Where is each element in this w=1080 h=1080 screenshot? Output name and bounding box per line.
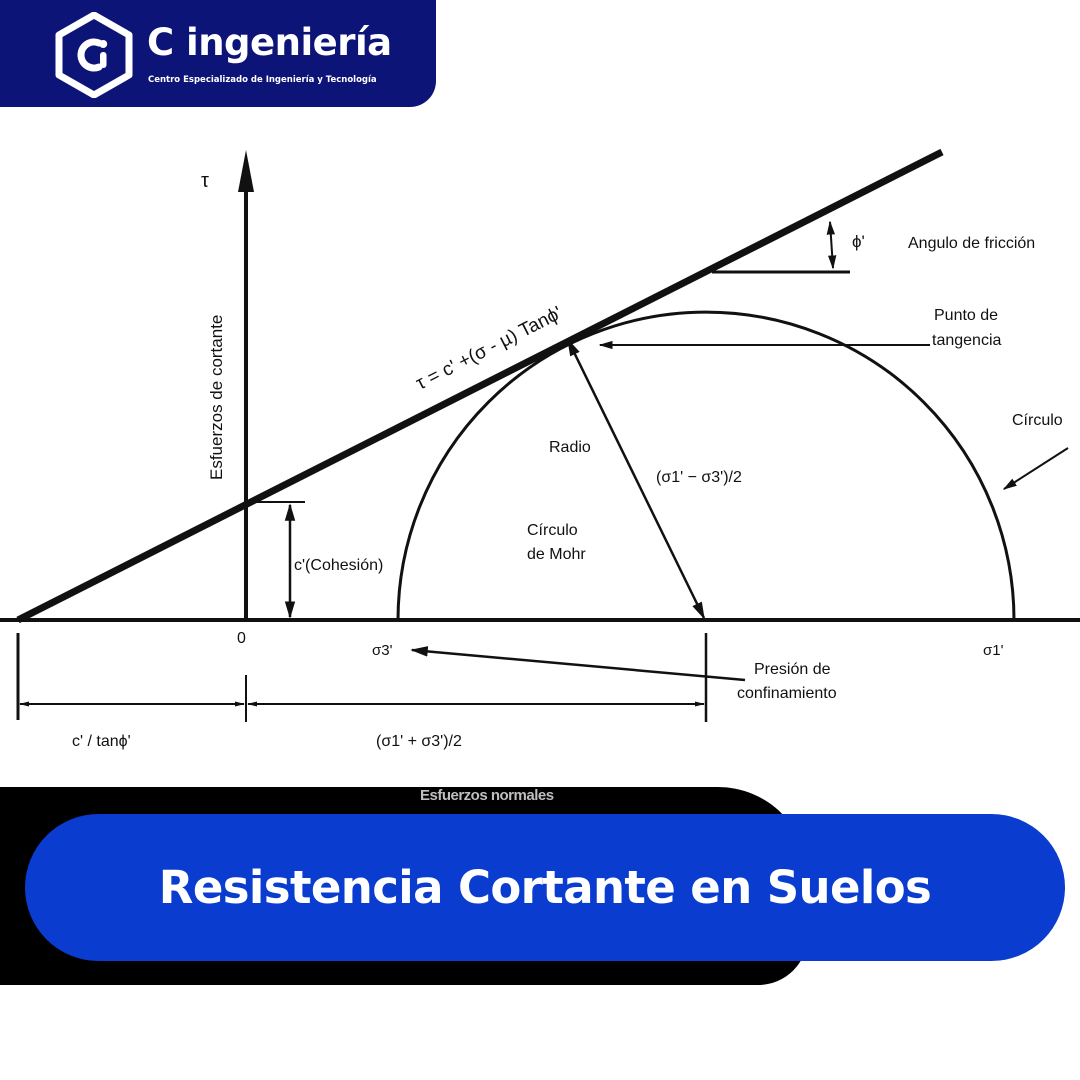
hexagon-ci-logo-icon bbox=[55, 12, 133, 98]
brand-header: C ingeniería Centro Especializado de Ing… bbox=[0, 0, 436, 107]
tangency-label-line1: Punto de bbox=[934, 307, 998, 324]
tau-axis-arrowhead-icon bbox=[238, 150, 254, 192]
tau-symbol: τ bbox=[201, 170, 209, 192]
radius-formula: (σ1' − σ3')/2 bbox=[656, 469, 742, 486]
confinement-label-line1: Presión de bbox=[754, 661, 831, 678]
radius-arrow-icon bbox=[566, 338, 706, 620]
failure-envelope-line bbox=[16, 148, 944, 624]
mohr-label-line1: Círculo bbox=[527, 522, 578, 539]
page-title: Resistencia Cortante en Suelos bbox=[158, 861, 932, 914]
y-axis-label: Esfuerzos de cortante bbox=[207, 315, 226, 480]
confinement-pointer-arrow-icon bbox=[410, 646, 746, 682]
radius-label: Radio bbox=[549, 439, 591, 456]
dim-right-label: (σ1' + σ3')/2 bbox=[376, 733, 462, 750]
mohr-label-line2: de Mohr bbox=[527, 546, 586, 563]
mohr-circle bbox=[396, 310, 1016, 621]
x-axis-label-ghost: Esfuerzos normales bbox=[420, 787, 554, 804]
tangency-label-line2: tangencia bbox=[932, 332, 1001, 349]
sigma1-label: σ1' bbox=[983, 642, 1004, 659]
friction-angle-label: Angulo de fricción bbox=[908, 235, 1035, 252]
confinement-label-line2: confinamiento bbox=[737, 685, 837, 702]
brand-name: C ingeniería bbox=[147, 21, 392, 64]
title-banner: Resistencia Cortante en Suelos bbox=[25, 814, 1065, 961]
brand-subtitle: Centro Especializado de Ingeniería y Tec… bbox=[148, 75, 377, 85]
phi-symbol: ϕ' bbox=[852, 232, 865, 251]
dim-left-label: c' / tanϕ' bbox=[72, 733, 131, 750]
friction-angle-arrow-icon bbox=[826, 220, 837, 270]
circle-pointer-arrow-icon bbox=[1002, 447, 1069, 490]
mohr-coulomb-diagram: τ Esfuerzos de cortante τ = c' +(σ - µ) … bbox=[0, 148, 1080, 750]
cohesion-label: c'(Cohesión) bbox=[294, 557, 383, 574]
origin-label: 0 bbox=[237, 630, 246, 647]
circle-label-right: Círculo bbox=[1012, 412, 1063, 429]
sigma3-label: σ3' bbox=[372, 642, 393, 659]
